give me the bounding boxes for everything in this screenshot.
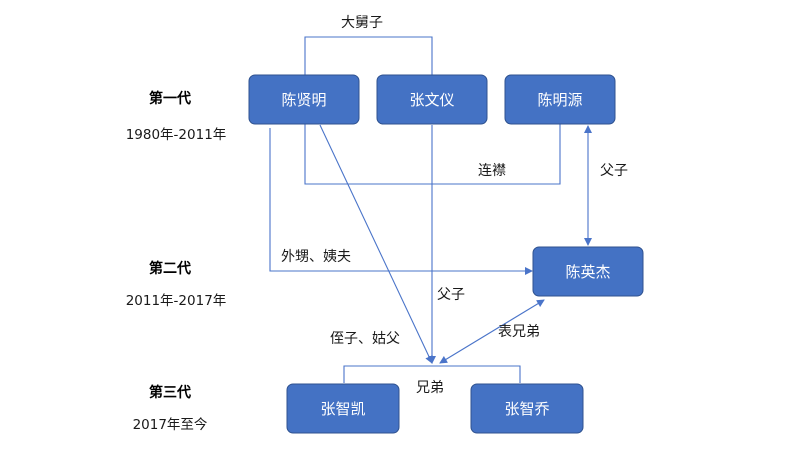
label-biao-xiong-di: 表兄弟 <box>498 324 540 340</box>
node-chen-yingjie-label: 陈英杰 <box>565 263 610 281</box>
generation-1-title: 第一代 <box>149 90 191 107</box>
node-zhang-wenyi-label: 张文仪 <box>409 91 454 109</box>
node-chen-mingyuan[interactable]: 陈明源 <box>504 74 616 125</box>
generation-3-years: 2017年至今 <box>133 417 208 433</box>
node-chen-mingyuan-label: 陈明源 <box>537 91 582 109</box>
node-zhang-zhiqiao[interactable]: 张智乔 <box>470 383 584 434</box>
label-zhi-zi-gu-fu: 侄子、姑父 <box>330 331 400 347</box>
edge-wai-sheng-yi-fu <box>269 128 533 275</box>
label-lian-jin: 连襟 <box>478 163 506 179</box>
node-zhang-zhikai-label: 张智凯 <box>320 400 365 418</box>
label-wai-sheng-yi-fu: 外甥、姨夫 <box>281 249 351 265</box>
edge-xiong-di <box>343 365 521 383</box>
node-chen-yingjie[interactable]: 陈英杰 <box>532 246 644 297</box>
edge-da-jiu-zi <box>304 36 433 75</box>
label-xiong-di: 兄弟 <box>416 380 444 396</box>
generation-2-title: 第二代 <box>149 260 191 277</box>
node-zhang-zhiqiao-label: 张智乔 <box>504 400 549 418</box>
node-zhang-wenyi[interactable]: 张文仪 <box>376 74 488 125</box>
edge-zhi-zi-gu-fu <box>319 124 433 364</box>
generation-1-years: 1980年-2011年 <box>126 127 227 143</box>
label-fu-zi-middle: 父子 <box>437 287 465 303</box>
node-chen-xianming[interactable]: 陈贤明 <box>248 74 360 125</box>
node-zhang-zhikai[interactable]: 张智凯 <box>286 383 400 434</box>
node-chen-xianming-label: 陈贤明 <box>281 91 326 109</box>
label-fu-zi-top: 父子 <box>600 163 628 179</box>
edge-biao-xiong-di <box>439 299 545 364</box>
generation-3-title: 第三代 <box>149 384 191 401</box>
label-da-jiu-zi: 大舅子 <box>341 15 383 31</box>
generation-2-years: 2011年-2017年 <box>126 293 227 309</box>
